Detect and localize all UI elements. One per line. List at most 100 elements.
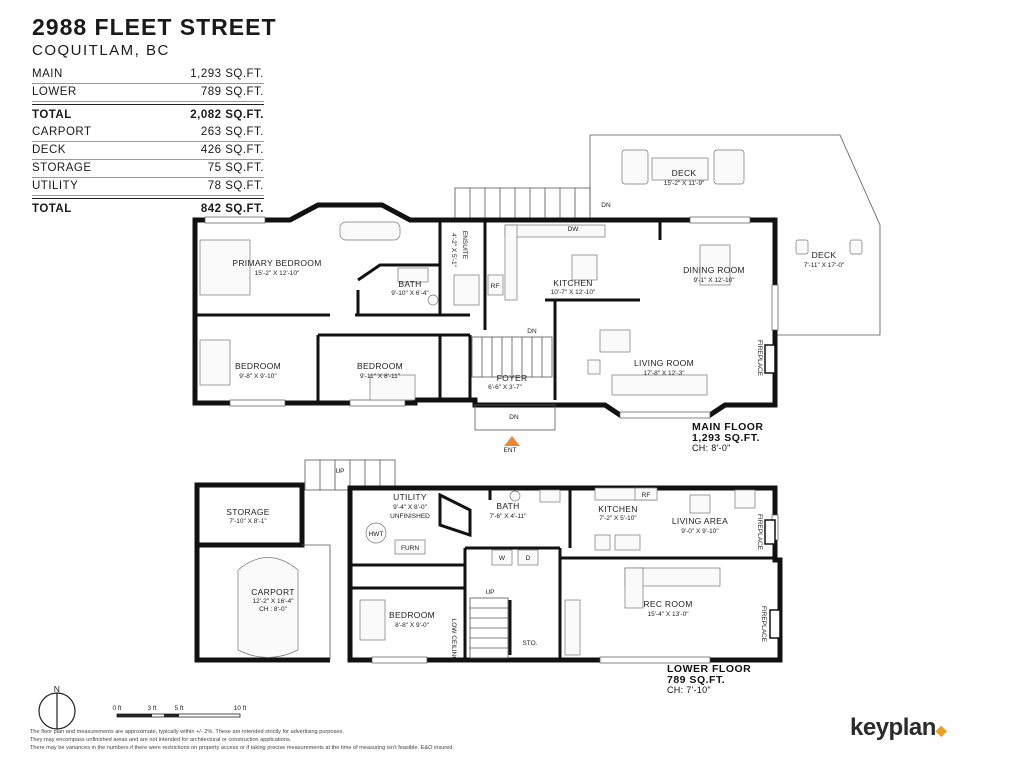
room-name: BEDROOM — [389, 610, 435, 620]
lower-floor-plan: STORAGE 7'-10" X 8'-1" CARPORT 12'-2" X … — [194, 459, 783, 695]
area-label: UTILITY — [32, 180, 79, 192]
table — [614, 534, 641, 551]
washer — [491, 549, 513, 566]
area-label: MAIN — [32, 68, 63, 80]
interior-wall — [438, 492, 472, 538]
room-name: KITCHEN — [598, 504, 637, 514]
room-note: UNFINISHED — [390, 513, 430, 520]
room-dimensions: 17'-8" X 12'-3" — [643, 370, 685, 377]
area-value: 1,293 SQ.FT. — [190, 68, 264, 80]
sectional-sofa — [624, 567, 644, 609]
room-name: DECK — [812, 250, 837, 260]
room-name: PRIMARY BEDROOM — [232, 258, 321, 268]
fireplace — [764, 344, 776, 374]
dryer — [517, 549, 539, 566]
brand-logo: keyplan◆ — [850, 714, 947, 742]
area-row-other-total: TOTAL 842 SQ.FT. — [32, 198, 264, 218]
area-value: 842 SQ.FT. — [200, 203, 264, 215]
fireplace-tag: FIREPLACE — [756, 514, 763, 551]
room-dimensions: 10'-7" X 12'-10" — [551, 289, 596, 296]
room-name: ENSUITE — [461, 231, 468, 260]
window — [349, 399, 406, 407]
room-name: BEDROOM — [357, 361, 403, 371]
appliance-tag: DW — [568, 226, 580, 233]
room-name: STORAGE — [226, 507, 270, 517]
fireplace — [764, 519, 776, 545]
scale-tick-label: 3 ft — [147, 705, 156, 712]
bed — [199, 339, 231, 386]
armchair — [599, 329, 631, 353]
patio-door — [771, 284, 779, 331]
vanity — [397, 267, 429, 283]
area-row-main: MAIN 1,293 SQ.FT. — [32, 66, 264, 84]
bed — [199, 239, 251, 296]
shelving — [564, 599, 581, 656]
area-label: DECK — [32, 144, 66, 156]
window — [371, 656, 428, 664]
appliance-tag: W — [499, 555, 506, 562]
interior-stairs — [471, 336, 553, 378]
scale-tick-label: 10 ft — [234, 705, 247, 712]
window — [204, 216, 266, 224]
room-name: STO. — [522, 640, 537, 647]
stair-direction: DN — [527, 328, 537, 335]
window — [599, 656, 711, 664]
scale-tick-label: 5 ft — [174, 705, 183, 712]
floor-area: 789 SQ.FT. — [667, 674, 725, 686]
area-label: STORAGE — [32, 162, 92, 174]
appliance-tag: FURN — [401, 545, 419, 552]
side-table — [587, 359, 601, 375]
room-name: CARPORT — [251, 587, 295, 597]
disclaimer-line: They may encompass unfinished areas and … — [30, 737, 292, 743]
deck-chair — [713, 149, 745, 185]
area-label: TOTAL — [32, 109, 72, 121]
fireplace — [769, 609, 781, 639]
deck-chair — [621, 149, 649, 185]
room-ceiling-height: CH : 8'-0" — [259, 606, 287, 613]
room-name: UTILITY — [393, 492, 427, 502]
area-row-living-total: TOTAL 2,082 SQ.FT. — [32, 104, 264, 124]
fireplace-tag: FIREPLACE — [756, 340, 763, 377]
room-dimensions: 8'-8" X 9'-0" — [395, 622, 430, 629]
scale-bar: 0 ft 3 ft 5 ft 10 ft — [112, 705, 247, 718]
bay-window — [619, 411, 711, 419]
room-dimensions: 7'-11" X 17'-0" — [804, 262, 845, 269]
compass-label: N — [54, 684, 60, 694]
appliance-tag: RF — [491, 283, 500, 290]
floor-name: LOWER FLOOR — [667, 663, 751, 675]
stair-direction: UP — [485, 589, 494, 596]
floor-name: MAIN FLOOR — [692, 421, 764, 433]
area-label: CARPORT — [32, 126, 92, 138]
main-floor-plan: DECK 15'-2" X 11'-9" DECK 7'-11" X 17'-0… — [192, 134, 881, 454]
floor-ceiling-height: CH: 7'-10" — [667, 685, 711, 695]
deck-stairs — [454, 187, 591, 219]
fireplace-tag: FIREPLACE — [760, 606, 767, 643]
room-dimensions: 9'-0" X 9'-10" — [681, 528, 719, 535]
fridge — [634, 487, 658, 501]
room-name: BATH — [398, 279, 421, 289]
sink — [509, 490, 521, 502]
page-title: 2988 FLEET STREET — [32, 14, 277, 40]
appliance-tag: RF — [642, 492, 651, 499]
armchair — [734, 489, 756, 509]
room-name: KITCHEN — [553, 278, 592, 288]
room-dimensions: 12'-2" X 16'-4" — [252, 598, 294, 605]
room-dimensions: 7'-6" X 4'-11" — [490, 513, 528, 520]
room-name: LIVING ROOM — [634, 358, 694, 368]
room-dimensions: 9'-11" X 8'-11" — [360, 373, 401, 380]
lower-exterior-wall — [347, 485, 783, 663]
area-value: 2,082 SQ.FT. — [190, 109, 264, 121]
deck-outline — [590, 134, 881, 336]
window — [229, 399, 286, 407]
carport-outline — [302, 544, 331, 660]
stair-direction: DN — [601, 202, 611, 209]
area-value: 78 SQ.FT. — [207, 180, 264, 192]
room-name: LIVING AREA — [672, 516, 728, 526]
area-label: TOTAL — [32, 203, 72, 215]
bed — [359, 599, 386, 641]
bath-counter — [539, 489, 561, 503]
deck-chair — [795, 239, 809, 255]
room-dimensions: 6'-6" X 3'-7" — [488, 384, 523, 391]
window — [689, 216, 751, 224]
